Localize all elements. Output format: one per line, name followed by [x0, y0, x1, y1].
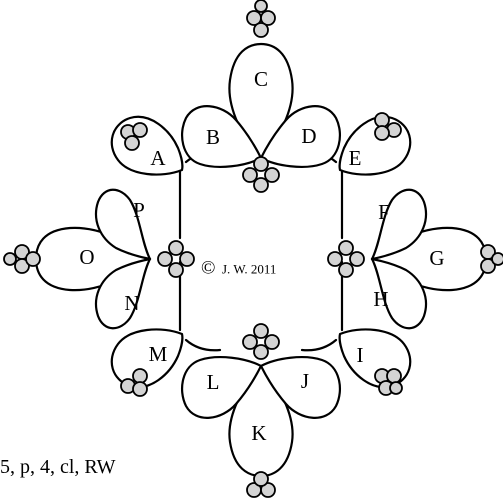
- ring-label-b: B: [206, 125, 220, 149]
- bead-cluster-left: [3, 244, 41, 274]
- bead-cluster-inner-right: [327, 240, 365, 278]
- ring-label-a: A: [150, 146, 166, 170]
- ring-l: [181, 356, 263, 419]
- instruction-text: 5, p, 4, cl, RW: [0, 456, 116, 478]
- bead-cluster-m: [120, 368, 148, 397]
- ring-d: [259, 105, 341, 168]
- bead-cluster-e: [374, 112, 402, 141]
- ring-label-d: D: [301, 124, 316, 148]
- ring-label-k: K: [251, 421, 266, 445]
- ring-j: [259, 356, 341, 419]
- ring-p: [94, 188, 152, 261]
- ring-label-i: I: [357, 343, 364, 367]
- ring-label-n: N: [124, 291, 139, 315]
- ring-label-g: G: [429, 246, 444, 270]
- copyright-symbol: ©: [201, 258, 215, 279]
- ring-label-o: O: [79, 245, 94, 269]
- ring-n: [94, 257, 152, 330]
- ring-label-e: E: [349, 146, 362, 170]
- bead-cluster-top: [246, 0, 276, 38]
- ring-label-c: C: [254, 67, 268, 91]
- ring-label-f: F: [378, 200, 390, 224]
- bead-cluster-right: [480, 244, 503, 274]
- bead-cluster-inner-top: [242, 156, 280, 193]
- bead-cluster-bottom: [246, 471, 276, 498]
- ring-b: [181, 105, 263, 168]
- bead-cluster-i: [374, 368, 403, 396]
- bead-cluster-inner-bottom: [242, 323, 280, 360]
- copyright-text: J. W. 2011: [222, 262, 276, 277]
- ring-h: [370, 257, 428, 330]
- ring-label-m: M: [149, 342, 168, 366]
- ring-label-l: L: [207, 370, 220, 394]
- ring-label-h: H: [373, 287, 388, 311]
- bead-cluster-inner-left: [157, 240, 195, 278]
- ring-c: [228, 42, 294, 160]
- bead-cluster-a: [120, 122, 148, 151]
- ring-label-j: J: [301, 369, 309, 393]
- ring-a: [110, 115, 184, 176]
- ring-label-p: P: [133, 198, 145, 222]
- ring-f: [370, 188, 428, 261]
